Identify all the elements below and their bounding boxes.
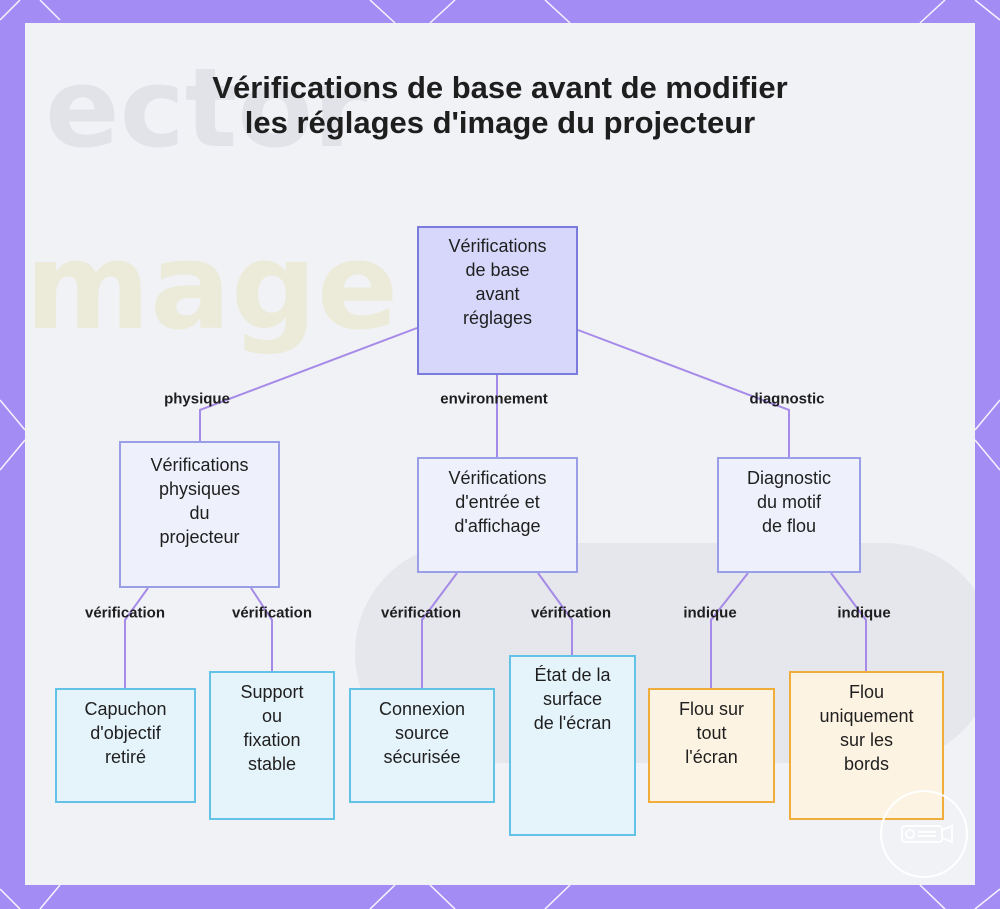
node-support: Support ou fixation stable xyxy=(209,671,335,820)
node-capuchon-line: retiré xyxy=(104,747,146,767)
node-flou-tout: Flou sur tout l'écran xyxy=(648,688,775,803)
node-flou-tout-line: tout xyxy=(696,723,727,743)
node-flou-bords-line: uniquement xyxy=(819,706,914,726)
node-support-line: stable xyxy=(247,754,297,774)
node-capuchon: Capuchon d'objectif retiré xyxy=(55,688,196,803)
node-support-line: Support xyxy=(240,682,304,702)
node-root-line: avant xyxy=(475,284,520,304)
node-connexion-line: sécurisée xyxy=(383,747,461,767)
node-diagnostic-line: du motif xyxy=(756,492,821,512)
node-entree-line: Vérifications xyxy=(448,468,547,488)
node-entree: Vérifications d'entrée et d'affichage xyxy=(417,457,578,573)
edge-label-indique-2: indique xyxy=(837,604,891,622)
node-etat-line: surface xyxy=(542,689,602,709)
node-flou-bords-line: sur les xyxy=(839,730,893,750)
node-root-line: de base xyxy=(465,260,530,280)
node-connexion-line: Connexion xyxy=(378,699,466,719)
node-flou-bords-line: bords xyxy=(843,754,889,774)
edge-label-verification-1: vérification xyxy=(84,604,166,622)
node-capuchon-line: d'objectif xyxy=(90,723,161,743)
edge-label-verification-3: vérification xyxy=(380,604,462,622)
node-support-line: ou xyxy=(261,706,282,726)
node-flou-bords-line: Flou xyxy=(848,682,884,702)
node-root: Vérifications de base avant réglages xyxy=(417,226,578,375)
projector-badge-icon xyxy=(880,790,968,878)
background-watermark-middle: mage xyxy=(25,218,399,357)
edge-label-verification-2: vérification xyxy=(231,604,313,622)
node-physique-line: physiques xyxy=(158,479,241,499)
edge-label-physique: physique xyxy=(164,390,230,408)
node-diagnostic-line: de flou xyxy=(761,516,817,536)
node-connexion: Connexion source sécurisée xyxy=(349,688,495,803)
edge-root-diagnostic xyxy=(577,329,790,457)
node-root-line: Vérifications xyxy=(448,236,547,256)
node-entree-line: d'entrée et xyxy=(455,492,540,512)
node-flou-tout-line: l'écran xyxy=(685,747,738,767)
node-root-line: réglages xyxy=(462,308,533,328)
edge-physique-support xyxy=(250,587,273,671)
node-diagnostic: Diagnostic du motif de flou xyxy=(717,457,861,573)
edge-label-verification-4: vérification xyxy=(530,604,612,622)
edge-entree-connexion xyxy=(421,572,458,688)
diagram-title: Vérifications de base avant de modifier … xyxy=(212,70,788,140)
node-support-line: fixation xyxy=(243,730,301,750)
node-physique-line: Vérifications xyxy=(150,455,249,475)
node-entree-line: d'affichage xyxy=(454,516,541,536)
node-physique-line: du xyxy=(189,503,210,523)
node-flou-tout-line: Flou sur xyxy=(678,699,745,719)
edge-diagnostic-floutout xyxy=(710,572,749,688)
node-etat-line: de l'écran xyxy=(533,713,612,733)
background-watermark-top: ector xyxy=(45,44,368,172)
edge-root-physique xyxy=(199,327,418,441)
node-etat: État de la surface de l'écran xyxy=(509,655,636,836)
node-flou-bords: Flou uniquement sur les bords xyxy=(789,671,944,820)
node-diagnostic-line: Diagnostic xyxy=(746,468,832,488)
edge-physique-capuchon xyxy=(124,587,149,688)
node-etat-line: État de la xyxy=(534,665,611,685)
edge-diagnostic-floubords xyxy=(830,572,867,671)
node-physique: Vérifications physiques du projecteur xyxy=(119,441,280,588)
node-capuchon-line: Capuchon xyxy=(84,699,167,719)
edge-label-indique-1: indique xyxy=(683,604,737,622)
node-connexion-line: source xyxy=(394,723,450,743)
node-physique-line: projecteur xyxy=(159,527,240,547)
edge-entree-etat xyxy=(537,572,573,655)
edge-label-diagnostic: diagnostic xyxy=(749,390,825,408)
projector-icon xyxy=(901,824,953,844)
edge-label-environnement: environnement xyxy=(440,390,548,408)
